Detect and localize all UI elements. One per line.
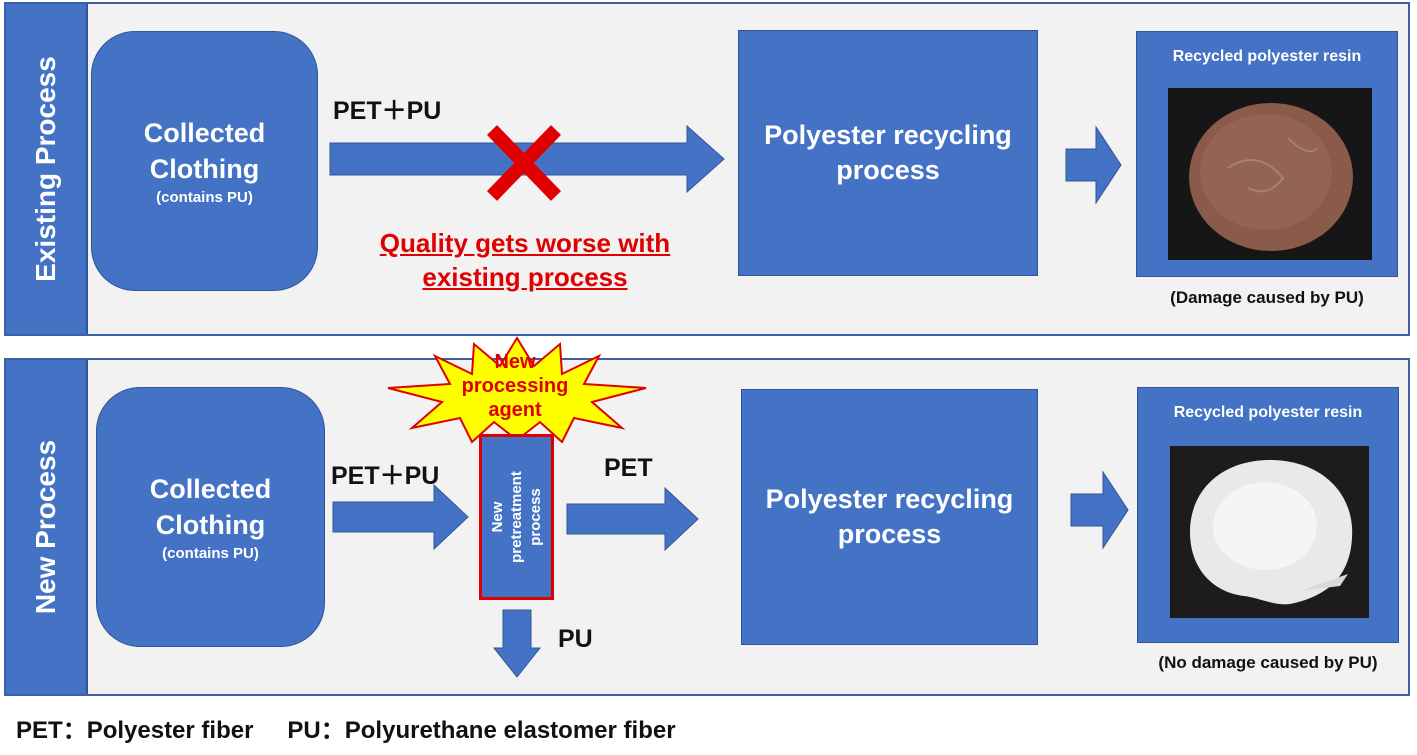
quality-warning-text: Quality gets worse with existing process [379, 228, 671, 292]
existing-result-frame: Recycled polyester resin [1136, 31, 1398, 277]
white-resin-disc-image [1170, 446, 1369, 618]
new-result-title: Recycled polyester resin [1173, 404, 1363, 421]
existing-to-result-arrow [1065, 125, 1122, 205]
new-flow-label-out: PET [604, 454, 653, 482]
new-result-frame: Recycled polyester resin [1137, 387, 1399, 643]
new-resin-photo [1170, 446, 1369, 618]
new-to-result-arrow [1070, 470, 1129, 550]
existing-process-side-bar: Existing Process [6, 4, 88, 334]
legend-pet-separator: ： [62, 717, 87, 744]
new-pretreatment-box: New pretreatment process [479, 434, 554, 600]
existing-process-label: Existing Process [30, 56, 61, 282]
brown-resin-disc-image [1168, 88, 1372, 260]
existing-flow-label: PET＋PU [333, 97, 442, 125]
new-input-arrow [332, 483, 469, 551]
existing-collected-clothing-title: Collected Clothing [143, 118, 266, 184]
existing-polyester-recycling-title: Polyester recycling process [764, 119, 1012, 185]
legend-pu-abbr: PU [287, 717, 321, 744]
existing-collected-clothing-sub: (contains PU) [156, 188, 253, 206]
new-collected-clothing-box: Collected Clothing (contains PU) [96, 387, 325, 647]
existing-resin-photo [1168, 88, 1372, 260]
blocked-x-icon [486, 125, 562, 201]
legend-pu-definition: Polyurethane elastomer fiber [344, 717, 676, 744]
new-polyester-recycling-box: Polyester recycling process [741, 389, 1038, 645]
existing-collected-clothing-box: Collected Clothing (contains PU) [91, 31, 318, 291]
new-process-label: New Process [30, 439, 61, 615]
new-collected-clothing-sub: (contains PU) [162, 544, 259, 562]
new-pretreatment-label: New pretreatment process [488, 471, 543, 563]
legend-pet-abbr: PET [16, 717, 63, 744]
new-output-arrow [566, 486, 699, 552]
new-collected-clothing-title: Collected Clothing [149, 474, 272, 540]
pu-removal-label: PU [558, 625, 593, 653]
existing-result-caption: (Damage caused by PU) [1170, 288, 1364, 307]
new-flow-label-in: PET＋PU [331, 462, 440, 490]
new-processing-agent-text: New processing agent [461, 351, 569, 421]
new-result-caption: (No damage caused by PU) [1158, 653, 1378, 672]
existing-result-title: Recycled polyester resin [1172, 48, 1362, 65]
existing-polyester-recycling-box: Polyester recycling process [738, 30, 1038, 276]
legend-pu-separator: ： [320, 717, 345, 744]
new-process-side-bar: New Process [6, 360, 88, 694]
pu-removal-down-arrow [492, 609, 542, 678]
new-polyester-recycling-title: Polyester recycling process [765, 483, 1014, 549]
legend-pet-definition: Polyester fiber [86, 717, 254, 744]
